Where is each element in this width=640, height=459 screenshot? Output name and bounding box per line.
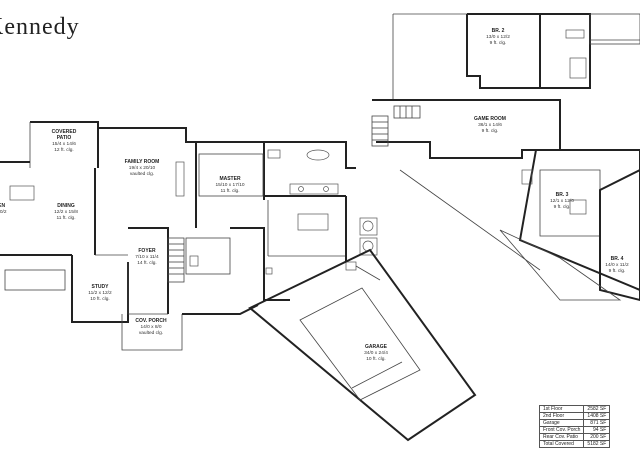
room-name-master: MASTER <box>219 176 241 182</box>
room-dim-br4: 14/0 x 11/2 <box>605 262 629 268</box>
room-clg-master: 11 ft. clg. <box>220 188 239 194</box>
room-name-study: STUDY <box>92 284 110 290</box>
room-dim-cov-porch: 14/0 x 8/0 <box>140 324 161 330</box>
room-clg-cov-porch: vaulted clg. <box>139 330 163 336</box>
room-clg-game-room: 9 ft. clg. <box>482 128 499 134</box>
room-dim-covered-patio: 15/4 x 14/6 <box>52 141 76 147</box>
room-name-br4: BR. 4 <box>611 256 624 262</box>
room-clg-garage: 10 ft. clg. <box>366 356 385 362</box>
room-name-family-room: FAMILY ROOM <box>125 159 160 165</box>
room-name-br3: BR. 3 <box>556 192 569 198</box>
room-dim-study: 11/2 x 12/2 <box>88 290 112 296</box>
room-clg-dining: 11 ft. clg. <box>56 215 75 221</box>
room-clg-foyer: 14 ft. clg. <box>137 260 156 266</box>
room-clg-br2: 9 ft. clg. <box>490 40 507 46</box>
room-dim-foyer: 7/10 x 11/4 <box>135 254 159 260</box>
plan-title: Kennedy <box>0 14 80 40</box>
room-name-foyer: FOYER <box>138 248 156 254</box>
second-floor-walls <box>371 13 640 302</box>
room-clg-br3: 9 ft. clg. <box>554 204 571 210</box>
room-clg-covered-patio: 12 ft. clg. <box>54 147 73 153</box>
room-dim-family-room: 19/4 x 20/10 <box>129 165 156 171</box>
room-dim-kitchen: 7 x 20/2 <box>0 209 7 215</box>
room-name-br2: BR. 2 <box>492 28 505 34</box>
room-name-garage: GARAGE <box>365 344 388 350</box>
room-name-game-room: GAME ROOM <box>474 116 506 122</box>
room-name-covered-patio: COVERED <box>52 129 77 135</box>
room-clg-study: 10 ft. clg. <box>90 296 109 302</box>
room-dim-br2: 13/0 x 12/2 <box>486 34 510 40</box>
room-dim-garage: 34/0 x 24/4 <box>364 350 388 356</box>
room-dim-dining: 12/2 x 15/8 <box>54 209 78 215</box>
room-clg-br4: 9 ft. clg. <box>609 268 626 274</box>
first-floor-walls <box>0 121 477 442</box>
room-dim-br3: 12/1 x 12/0 <box>550 198 574 204</box>
room-name-cov-porch: COV. PORCH <box>135 318 167 324</box>
room-dim-master: 15/10 x 17/10 <box>215 182 244 188</box>
room-clg-family-room: vaulted clg. <box>130 171 154 177</box>
room-dim-game-room: 36/1 x 14/6 <box>478 122 502 128</box>
room-name-dining: DINING <box>57 203 75 209</box>
room-name-covered-patio: PATIO <box>57 135 72 141</box>
room-name-kitchen: CHEN <box>0 203 5 209</box>
